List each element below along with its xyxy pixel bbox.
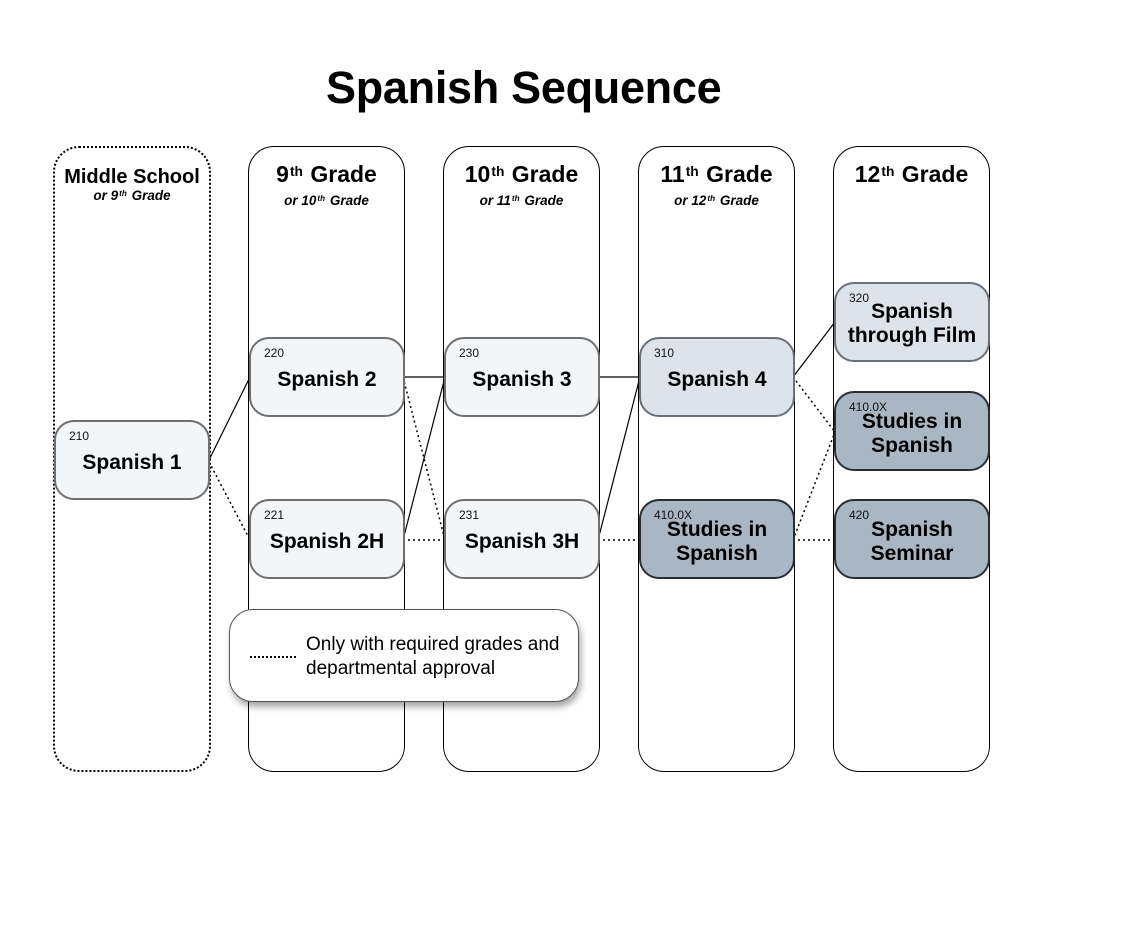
column-subtitle: or 12th Grade — [674, 193, 759, 208]
course-name: Spanish 3H — [464, 530, 580, 553]
course-code: 310 — [654, 346, 675, 360]
course-code: 320 — [849, 291, 870, 305]
link-studies11-studies12 — [792, 431, 836, 541]
course-code: 410.0X — [654, 508, 693, 522]
link-s1-s2h — [208, 461, 251, 541]
course-code: 221 — [264, 508, 285, 522]
column-subtitle: or 11th Grade — [479, 193, 564, 208]
course-spanish-2h: 221 Spanish 2H — [249, 499, 405, 579]
column-title: 11th Grade — [660, 161, 773, 187]
link-s1-s2 — [208, 376, 251, 461]
course-studies-in-spanish-12: 410.0X Studies in Spanish — [834, 391, 990, 471]
course-name: Spanish through Film — [847, 300, 977, 347]
course-spanish-3: 230 Spanish 3 — [444, 337, 600, 417]
column-12th-grade: 12th Grade — [833, 146, 990, 772]
column-title: 12th Grade — [854, 161, 969, 187]
course-name: Spanish 3 — [472, 368, 572, 391]
course-code: 210 — [69, 429, 90, 443]
column-title: 9th Grade — [276, 161, 377, 187]
link-s4-studies12 — [792, 376, 836, 433]
course-code: 420 — [849, 508, 870, 522]
course-code: 230 — [459, 346, 480, 360]
course-code: 410.0X — [849, 400, 888, 414]
course-spanish-4: 310 Spanish 4 — [639, 337, 795, 417]
legend-text: Only with required grades and department… — [306, 634, 560, 679]
course-spanish-2: 220 Spanish 2 — [249, 337, 405, 417]
column-11th-grade: 11th Grade or 12th Grade — [638, 146, 795, 772]
link-s2-s3h — [402, 376, 446, 541]
link-s4-film — [792, 321, 836, 378]
course-name: Spanish 4 — [667, 368, 767, 391]
column-subtitle: or 9th Grade — [93, 188, 171, 203]
column-10th-grade: 10th Grade or 11th Grade — [443, 146, 600, 772]
course-name: Spanish Seminar — [870, 518, 954, 565]
course-code: 220 — [264, 346, 285, 360]
legend-box: Only with required grades and department… — [229, 609, 579, 702]
page-title: Spanish Sequence — [326, 62, 722, 113]
course-name: Spanish 1 — [82, 451, 182, 474]
link-s3h-s4 — [597, 376, 641, 541]
course-name: Spanish 2H — [269, 530, 385, 553]
course-studies-in-spanish-11: 410.0X Studies in Spanish — [639, 499, 795, 579]
link-s2h-s3 — [402, 376, 446, 541]
legend-dotted-line — [250, 656, 296, 658]
column-9th-grade: 9th Grade or 10th Grade — [248, 146, 405, 772]
course-spanish-3h: 231 Spanish 3H — [444, 499, 600, 579]
course-spanish-through-film: 320 Spanish through Film — [834, 282, 990, 362]
course-spanish-1: 210 Spanish 1 — [54, 420, 210, 500]
course-name: Spanish 2 — [277, 368, 377, 391]
course-name: Studies in Spanish — [666, 518, 768, 565]
course-spanish-seminar: 420 Spanish Seminar — [834, 499, 990, 579]
column-subtitle: or 10th Grade — [284, 193, 369, 208]
course-name: Studies in Spanish — [861, 410, 963, 457]
column-title: 10th Grade — [464, 161, 579, 187]
course-code: 231 — [459, 508, 480, 522]
column-title: Middle School — [64, 166, 200, 188]
